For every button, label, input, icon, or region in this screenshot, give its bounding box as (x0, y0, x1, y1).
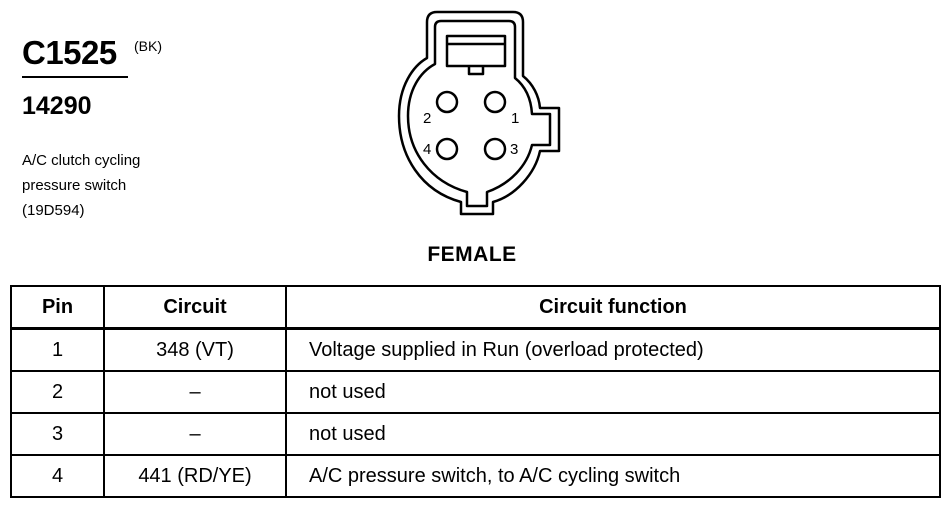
cell-pin: 1 (10, 327, 105, 372)
pin-label: 1 (511, 110, 519, 127)
header-pin: Pin (10, 285, 105, 330)
table-row: 2 – not used (10, 370, 941, 414)
component-description: A/C clutch cycling pressure switch (19D5… (22, 148, 140, 223)
pin-cavity (435, 90, 459, 114)
connector-housing-outer (397, 10, 561, 216)
cell-circuit: 348 (VT) (103, 327, 287, 372)
table-row: 4 441 (RD/YE) A/C pressure switch, to A/… (10, 454, 941, 498)
cell-circuit: 441 (RD/YE) (103, 454, 287, 498)
description-line: (19D594) (22, 202, 85, 219)
table-header-row: Pin Circuit Circuit function (10, 285, 941, 330)
description-line: A/C clutch cycling (22, 152, 141, 169)
connector-id: C1525 (BK) (22, 34, 162, 78)
cell-function: not used (285, 412, 941, 456)
view-label: FEMALE (427, 243, 517, 266)
locking-tab (445, 34, 507, 68)
pin-table: Pin Circuit Circuit function 1 348 (VT) … (10, 285, 941, 498)
pin-cavity (435, 137, 459, 161)
pin-cavity (483, 90, 507, 114)
header-function: Circuit function (285, 285, 941, 330)
connector-code: C1525 (22, 34, 117, 71)
pin-label: 4 (423, 141, 431, 158)
cell-function: A/C pressure switch, to A/C cycling swit… (285, 454, 941, 498)
cell-pin: 4 (10, 454, 105, 498)
table-row: 1 348 (VT) Voltage supplied in Run (over… (10, 327, 941, 372)
pin-label: 3 (510, 141, 518, 158)
connector-color: (BK) (134, 38, 162, 54)
locking-tab-notch (467, 66, 485, 76)
cell-circuit: – (103, 370, 287, 414)
pin-label: 2 (423, 110, 431, 127)
cell-circuit: – (103, 412, 287, 456)
connector-housing-inner (406, 19, 552, 208)
cell-pin: 2 (10, 370, 105, 414)
cell-pin: 3 (10, 412, 105, 456)
description-line: pressure switch (22, 177, 127, 194)
table-row: 3 – not used (10, 412, 941, 456)
header-circuit: Circuit (103, 285, 287, 330)
part-number: 14290 (22, 92, 92, 120)
pin-cavity (483, 137, 507, 161)
cell-function: Voltage supplied in Run (overload protec… (285, 327, 941, 372)
connector-face-diagram: 2 1 4 3 (397, 10, 561, 216)
cell-function: not used (285, 370, 941, 414)
